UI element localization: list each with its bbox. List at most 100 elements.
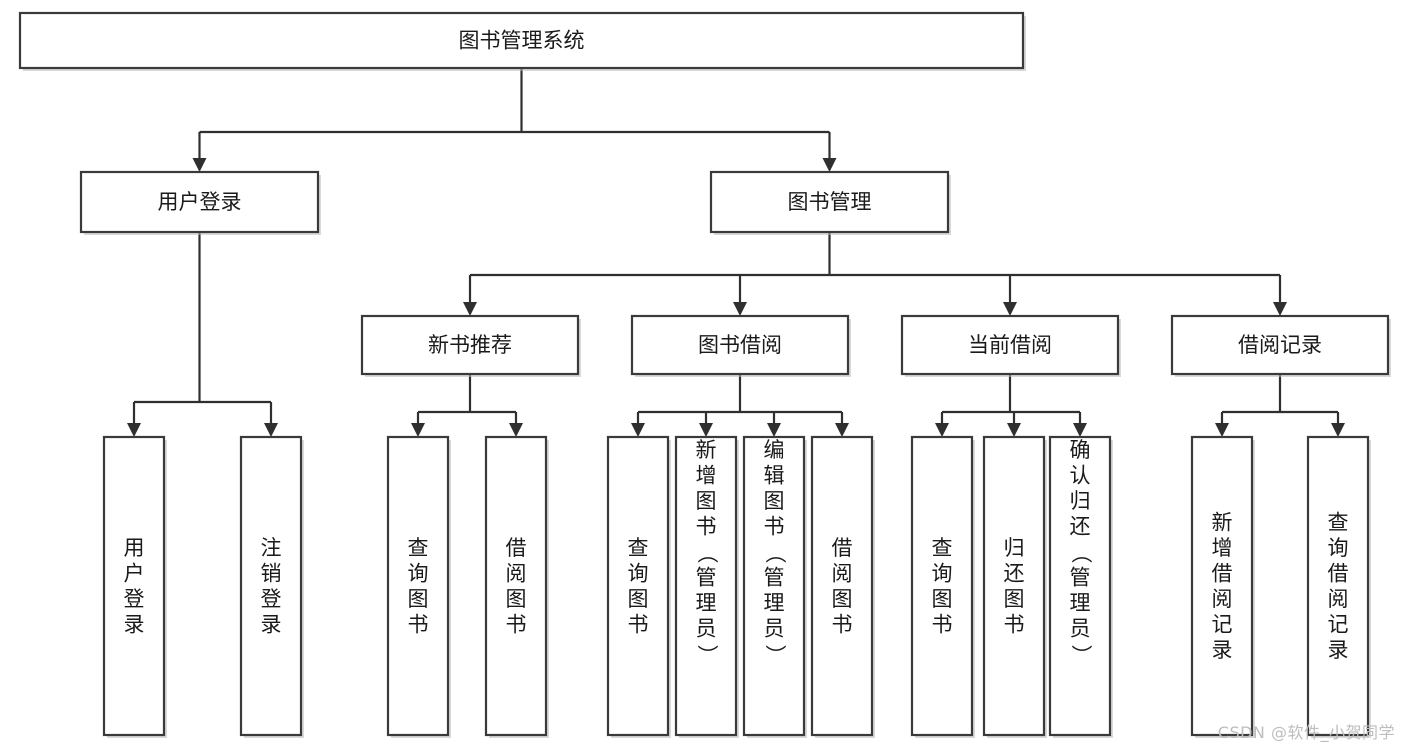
svg-text:录: 录 [1212, 638, 1233, 662]
node-leaf-user-login[interactable] [102, 435, 167, 738]
svg-text:新: 新 [1212, 511, 1233, 535]
node-leaf-query-book-1[interactable] [386, 435, 451, 738]
node-new-book-recommend[interactable] [360, 314, 581, 377]
arrow-head-icon [1331, 423, 1345, 437]
svg-text:借: 借 [1328, 562, 1349, 586]
svg-text:图: 图 [1004, 587, 1025, 611]
node-borrow-record[interactable] [1170, 314, 1391, 377]
svg-text:记: 记 [1328, 613, 1349, 637]
svg-text:归: 归 [1004, 536, 1025, 560]
svg-text:编: 编 [764, 438, 785, 462]
node-leaf-add-borrow-record[interactable] [1190, 435, 1255, 738]
svg-text:图: 图 [764, 489, 785, 513]
node-user-login[interactable] [79, 170, 321, 235]
svg-text:记: 记 [1212, 613, 1233, 637]
svg-text:图: 图 [506, 587, 527, 611]
svg-text:阅: 阅 [1328, 587, 1349, 611]
svg-text:书: 书 [696, 515, 717, 539]
arrow-head-icon [631, 423, 645, 437]
node-leaf-return-book[interactable] [982, 435, 1047, 738]
arrow-head-icon [1215, 423, 1229, 437]
svg-text:书: 书 [506, 613, 527, 637]
arrow-head-icon [1007, 423, 1021, 437]
svg-text:增: 增 [1212, 536, 1233, 560]
node-root-label: 图书管理系统 [459, 29, 585, 53]
svg-text:登: 登 [124, 587, 145, 611]
svg-text:询: 询 [932, 562, 953, 586]
node-book-manage-label: 图书管理 [788, 190, 872, 214]
svg-text:查: 查 [628, 536, 649, 560]
svg-text:）: ） [1069, 645, 1093, 666]
svg-text:辑: 辑 [764, 464, 785, 488]
svg-text:书: 书 [628, 613, 649, 637]
svg-text:还: 还 [1070, 515, 1091, 539]
svg-text:书: 书 [932, 613, 953, 637]
arrow-head-icon [935, 423, 949, 437]
arrow-head-icon [463, 302, 477, 316]
svg-text:图: 图 [932, 587, 953, 611]
svg-text:用: 用 [124, 536, 145, 560]
arrow-head-icon [767, 423, 781, 437]
svg-text:询: 询 [628, 562, 649, 586]
svg-text:员: 员 [696, 617, 717, 641]
svg-text:查: 查 [1328, 511, 1349, 535]
svg-text:户: 户 [124, 562, 145, 586]
arrow-head-icon [192, 158, 207, 172]
nodes-layer: 图书管理系统用户登录图书管理新书推荐图书借阅当前借阅借阅记录用户登录注销登录查询… [18, 11, 1391, 738]
svg-text:管: 管 [696, 566, 717, 590]
svg-text:理: 理 [764, 591, 785, 615]
svg-text:查: 查 [408, 536, 429, 560]
node-book-borrow-label: 图书借阅 [698, 333, 782, 357]
node-leaf-borrow-book-2[interactable] [810, 435, 875, 738]
node-leaf-user-logout[interactable] [239, 435, 304, 738]
svg-text:员: 员 [764, 617, 785, 641]
svg-text:书: 书 [1004, 613, 1025, 637]
node-leaf-query-book-3[interactable] [910, 435, 975, 738]
svg-text:销: 销 [261, 562, 282, 586]
svg-text:图: 图 [408, 587, 429, 611]
node-borrow-record-label: 借阅记录 [1238, 333, 1322, 357]
arrow-head-icon [1003, 302, 1017, 316]
svg-text:阅: 阅 [832, 562, 853, 586]
svg-text:借: 借 [506, 536, 527, 560]
node-root[interactable] [18, 11, 1026, 71]
svg-text:登: 登 [261, 587, 282, 611]
svg-text:书: 书 [408, 613, 429, 637]
node-book-manage[interactable] [709, 170, 951, 235]
node-current-borrow[interactable] [900, 314, 1121, 377]
svg-text:图: 图 [696, 489, 717, 513]
arrow-head-icon [835, 423, 849, 437]
svg-text:管: 管 [764, 566, 785, 590]
arrow-head-icon [411, 423, 425, 437]
svg-text:确: 确 [1070, 438, 1091, 462]
svg-text:（: （ [695, 543, 719, 564]
svg-text:员: 员 [1070, 617, 1091, 641]
svg-text:注: 注 [261, 536, 282, 560]
arrow-head-icon [509, 423, 523, 437]
svg-text:图: 图 [628, 587, 649, 611]
svg-text:（: （ [1069, 543, 1093, 564]
node-leaf-borrow-book-1[interactable] [484, 435, 549, 738]
svg-text:理: 理 [696, 591, 717, 615]
node-leaf-edit-book-admin[interactable] [742, 435, 807, 738]
svg-text:查: 查 [932, 536, 953, 560]
edges-layer [127, 68, 1345, 437]
node-leaf-query-book-2[interactable] [606, 435, 671, 738]
node-book-borrow[interactable] [630, 314, 851, 377]
svg-text:新: 新 [696, 438, 717, 462]
node-leaf-query-borrow-record[interactable] [1306, 435, 1371, 738]
node-new-book-recommend-label: 新书推荐 [428, 333, 512, 357]
node-leaf-add-book-admin[interactable] [674, 435, 739, 738]
node-leaf-confirm-return-admin[interactable] [1048, 435, 1113, 738]
svg-text:增: 增 [696, 464, 717, 488]
svg-text:书: 书 [764, 515, 785, 539]
svg-text:书: 书 [832, 613, 853, 637]
